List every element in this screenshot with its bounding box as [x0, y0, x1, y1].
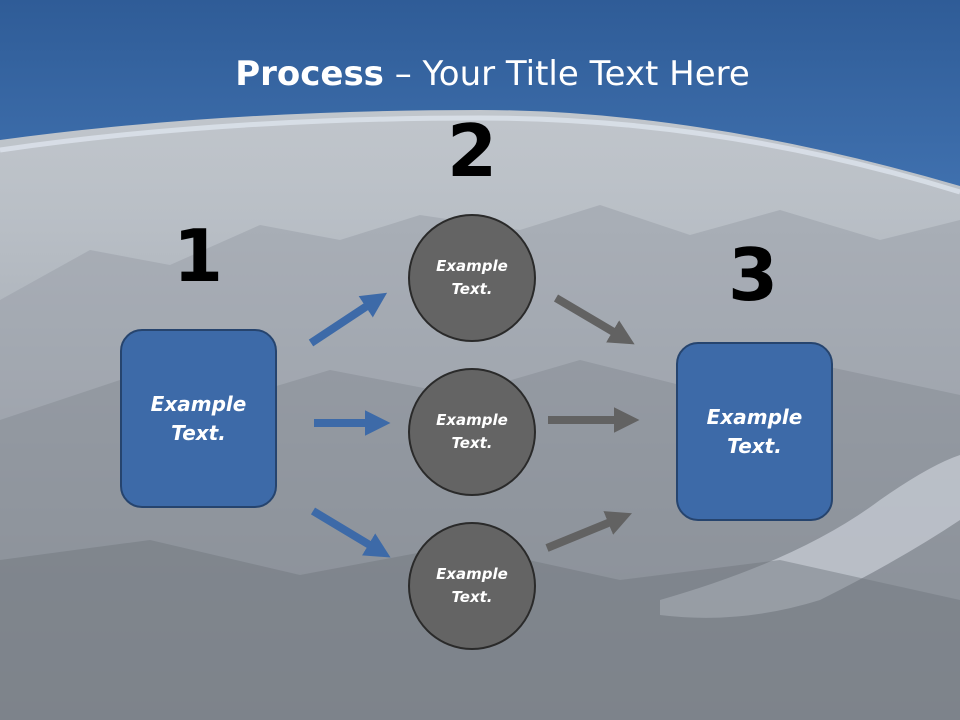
step-number-1: 1	[172, 214, 224, 298]
step-number-2: 2	[446, 109, 498, 193]
circle-top-text: Example Text.	[417, 255, 527, 301]
header-band	[0, 0, 960, 186]
step-three-text: Example Text.	[685, 403, 825, 461]
step-three-line2: Text.	[727, 433, 782, 458]
page-title: Process – Your Title Text Here	[0, 52, 960, 96]
circle-top-line1: Example	[436, 257, 508, 275]
circle-middle-text: Example Text.	[417, 409, 527, 455]
circle-bottom-text: Example Text.	[417, 563, 527, 609]
circle-bottom: Example Text.	[408, 522, 536, 650]
circle-middle-line2: Text.	[451, 434, 493, 452]
circle-bottom-line1: Example	[436, 565, 508, 583]
circle-top: Example Text.	[408, 214, 536, 342]
circle-bottom-line2: Text.	[451, 588, 493, 606]
step-number-3: 3	[727, 233, 779, 317]
step-three-line1: Example	[706, 404, 803, 429]
glacier-shape	[660, 455, 960, 618]
title-bold: Process	[235, 54, 384, 94]
header-arc	[0, 115, 960, 195]
circle-middle: Example Text.	[408, 368, 536, 496]
circle-top-line2: Text.	[451, 280, 493, 298]
step-one-line1: Example	[150, 391, 247, 416]
step-one-line2: Text.	[171, 420, 226, 445]
circle-middle-line1: Example	[436, 411, 508, 429]
title-rest: – Your Title Text Here	[383, 54, 750, 94]
step-three-box: Example Text.	[676, 342, 833, 521]
step-one-text: Example Text.	[129, 390, 269, 448]
step-one-box: Example Text.	[120, 329, 277, 508]
